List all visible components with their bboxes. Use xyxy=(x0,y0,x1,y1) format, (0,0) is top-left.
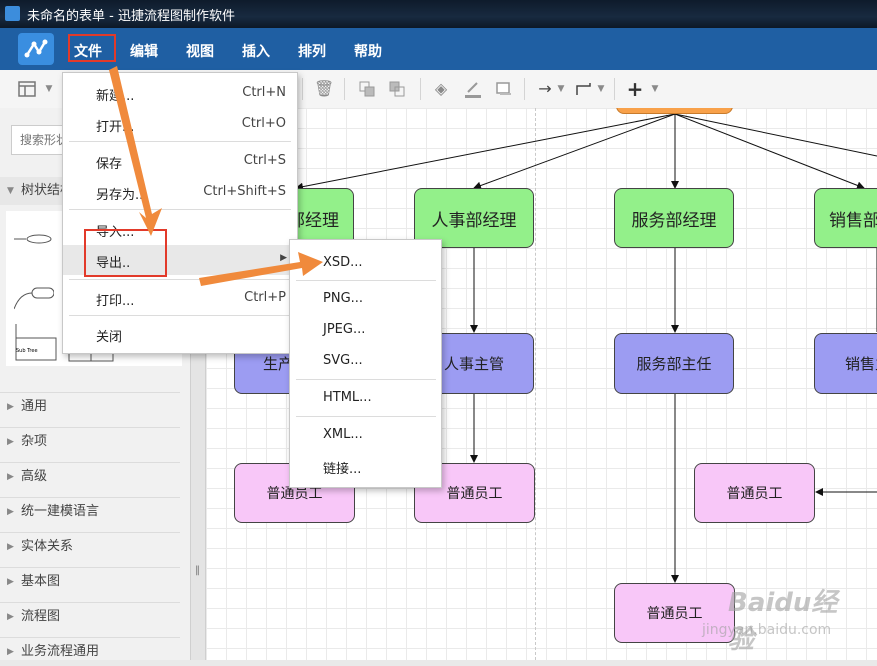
section-basic[interactable]: ▶ 基本图 xyxy=(0,567,180,596)
edge-root-to-hr xyxy=(473,113,676,190)
menu-edit[interactable]: 编辑 xyxy=(130,44,158,60)
menu-divider xyxy=(296,416,436,417)
section-collapsed-icon: ▶ xyxy=(7,472,14,482)
node-service-supervisor[interactable]: 服务部主任 xyxy=(614,333,734,394)
menu-arrange[interactable]: 排列 xyxy=(298,44,326,60)
export-png[interactable]: PNG... xyxy=(323,291,364,306)
window-title: 未命名的表单 - 迅捷流程图制作软件 xyxy=(27,9,235,24)
panel-layout-icon[interactable] xyxy=(18,80,36,98)
export-jpeg[interactable]: JPEG... xyxy=(323,322,366,337)
fill-color-icon[interactable]: ◈ xyxy=(434,79,448,98)
menu-view[interactable]: 视图 xyxy=(186,44,214,60)
node-sales-manager[interactable]: 销售部经理 xyxy=(814,188,877,248)
node-sales-supervisor[interactable]: 销售主管 xyxy=(814,333,877,394)
submenu-arrow-icon: ▶ xyxy=(280,253,287,263)
menu-divider xyxy=(296,280,436,281)
edge-root-offscreen xyxy=(674,113,877,157)
toolbar-divider xyxy=(302,78,303,100)
section-expanded-icon: ▼ xyxy=(7,186,14,196)
edge-root-to-production xyxy=(295,113,676,191)
file-menu-highlight-box xyxy=(68,34,116,62)
waypoint-icon[interactable] xyxy=(575,80,593,98)
section-advanced[interactable]: ▶ 高级 xyxy=(0,462,180,491)
menu-divider xyxy=(69,209,291,210)
menu-divider xyxy=(296,379,436,380)
export-link[interactable]: 链接... xyxy=(323,462,362,477)
menu-item-save[interactable]: 保存 Ctrl+S xyxy=(96,153,286,172)
splitter-grip-icon: ‖ xyxy=(195,565,200,576)
section-uml[interactable]: ▶ 统一建模语言 xyxy=(0,497,180,526)
menu-divider xyxy=(69,279,291,280)
menu-item-close[interactable]: 关闭 xyxy=(96,330,123,345)
shape-horizontal-tree[interactable] xyxy=(14,229,54,253)
section-collapsed-icon: ▶ xyxy=(7,647,14,657)
shape-branch-tree[interactable] xyxy=(13,281,55,315)
to-front-icon[interactable] xyxy=(358,80,376,98)
toolbar-divider xyxy=(344,78,345,100)
menu-item-new[interactable]: 新建... Ctrl+N xyxy=(96,85,286,104)
file-menu-dropdown: 新建... Ctrl+N 打开... Ctrl+O 保存 Ctrl+S 另存为.… xyxy=(62,72,298,354)
section-collapsed-icon: ▶ xyxy=(7,402,14,412)
toolbar-divider xyxy=(524,78,525,100)
menu-help[interactable]: 帮助 xyxy=(354,44,382,60)
section-collapsed-icon: ▶ xyxy=(7,437,14,447)
toolbar-divider xyxy=(420,78,421,100)
app-icon xyxy=(5,6,20,21)
node-staff-service[interactable]: 普通员工 xyxy=(614,583,735,643)
edge-root-to-sales xyxy=(674,113,865,190)
toolbar-divider xyxy=(614,78,615,100)
connector-layer xyxy=(295,113,877,583)
connection-arrow-icon[interactable]: → xyxy=(538,79,552,98)
chevron-down-icon[interactable]: ▼ xyxy=(45,84,53,94)
menu-file[interactable]: 文件 xyxy=(74,44,102,60)
section-general[interactable]: ▶ 通用 xyxy=(0,392,180,421)
chevron-down-icon[interactable]: ▼ xyxy=(597,84,605,94)
delete-icon[interactable]: 🗑 xyxy=(314,79,335,98)
node-staff-sales[interactable]: 普通员工 xyxy=(694,463,815,523)
chevron-down-icon[interactable]: ▼ xyxy=(651,84,659,94)
menu-item-save-as[interactable]: 另存为... Ctrl+Shift+S xyxy=(96,184,286,203)
menu-divider xyxy=(69,141,291,142)
section-entity-relation[interactable]: ▶ 实体关系 xyxy=(0,532,180,561)
section-bpmn-general[interactable]: ▶ 业务流程通用 xyxy=(0,637,180,666)
export-svg[interactable]: SVG... xyxy=(323,353,363,368)
menu-bar: 文件 编辑 视图 插入 排列 帮助 xyxy=(0,28,877,70)
baidu-watermark: Baidu经验 jingyan.baidu.com xyxy=(702,588,838,655)
to-back-icon[interactable] xyxy=(388,80,406,98)
node-hr-manager[interactable]: 人事部经理 xyxy=(414,188,534,248)
node-service-manager[interactable]: 服务部经理 xyxy=(614,188,734,248)
menu-divider xyxy=(69,315,291,316)
export-xml[interactable]: XML... xyxy=(323,427,363,442)
page-boundary-line xyxy=(535,108,536,660)
section-collapsed-icon: ▶ xyxy=(7,542,14,552)
root-node[interactable] xyxy=(616,108,733,114)
section-collapsed-icon: ▶ xyxy=(7,612,14,622)
menu-item-open[interactable]: 打开... Ctrl+O xyxy=(96,116,286,135)
line-color-icon[interactable] xyxy=(464,80,482,98)
export-xsd[interactable]: XSD... xyxy=(323,255,363,270)
export-html[interactable]: HTML... xyxy=(323,390,372,405)
section-flowchart[interactable]: ▶ 流程图 xyxy=(0,602,180,631)
menu-insert[interactable]: 插入 xyxy=(242,44,270,60)
section-collapsed-icon: ▶ xyxy=(7,577,14,587)
section-collapsed-icon: ▶ xyxy=(7,507,14,517)
shape-sub-tree[interactable] xyxy=(12,324,62,368)
section-misc[interactable]: ▶ 杂项 xyxy=(0,427,180,456)
app-logo-icon[interactable] xyxy=(18,33,54,65)
chevron-down-icon[interactable]: ▼ xyxy=(557,84,565,94)
title-bar: 未命名的表单 - 迅捷流程图制作软件 xyxy=(0,0,877,28)
menu-item-print[interactable]: 打印... Ctrl+P xyxy=(96,290,286,309)
export-highlight-box xyxy=(84,229,167,277)
export-submenu: XSD... PNG... JPEG... SVG... HTML... XML… xyxy=(289,239,442,488)
shadow-icon[interactable] xyxy=(495,80,513,98)
sub-tree-label: Sub Tree xyxy=(16,348,38,354)
add-icon[interactable]: + xyxy=(626,77,644,101)
